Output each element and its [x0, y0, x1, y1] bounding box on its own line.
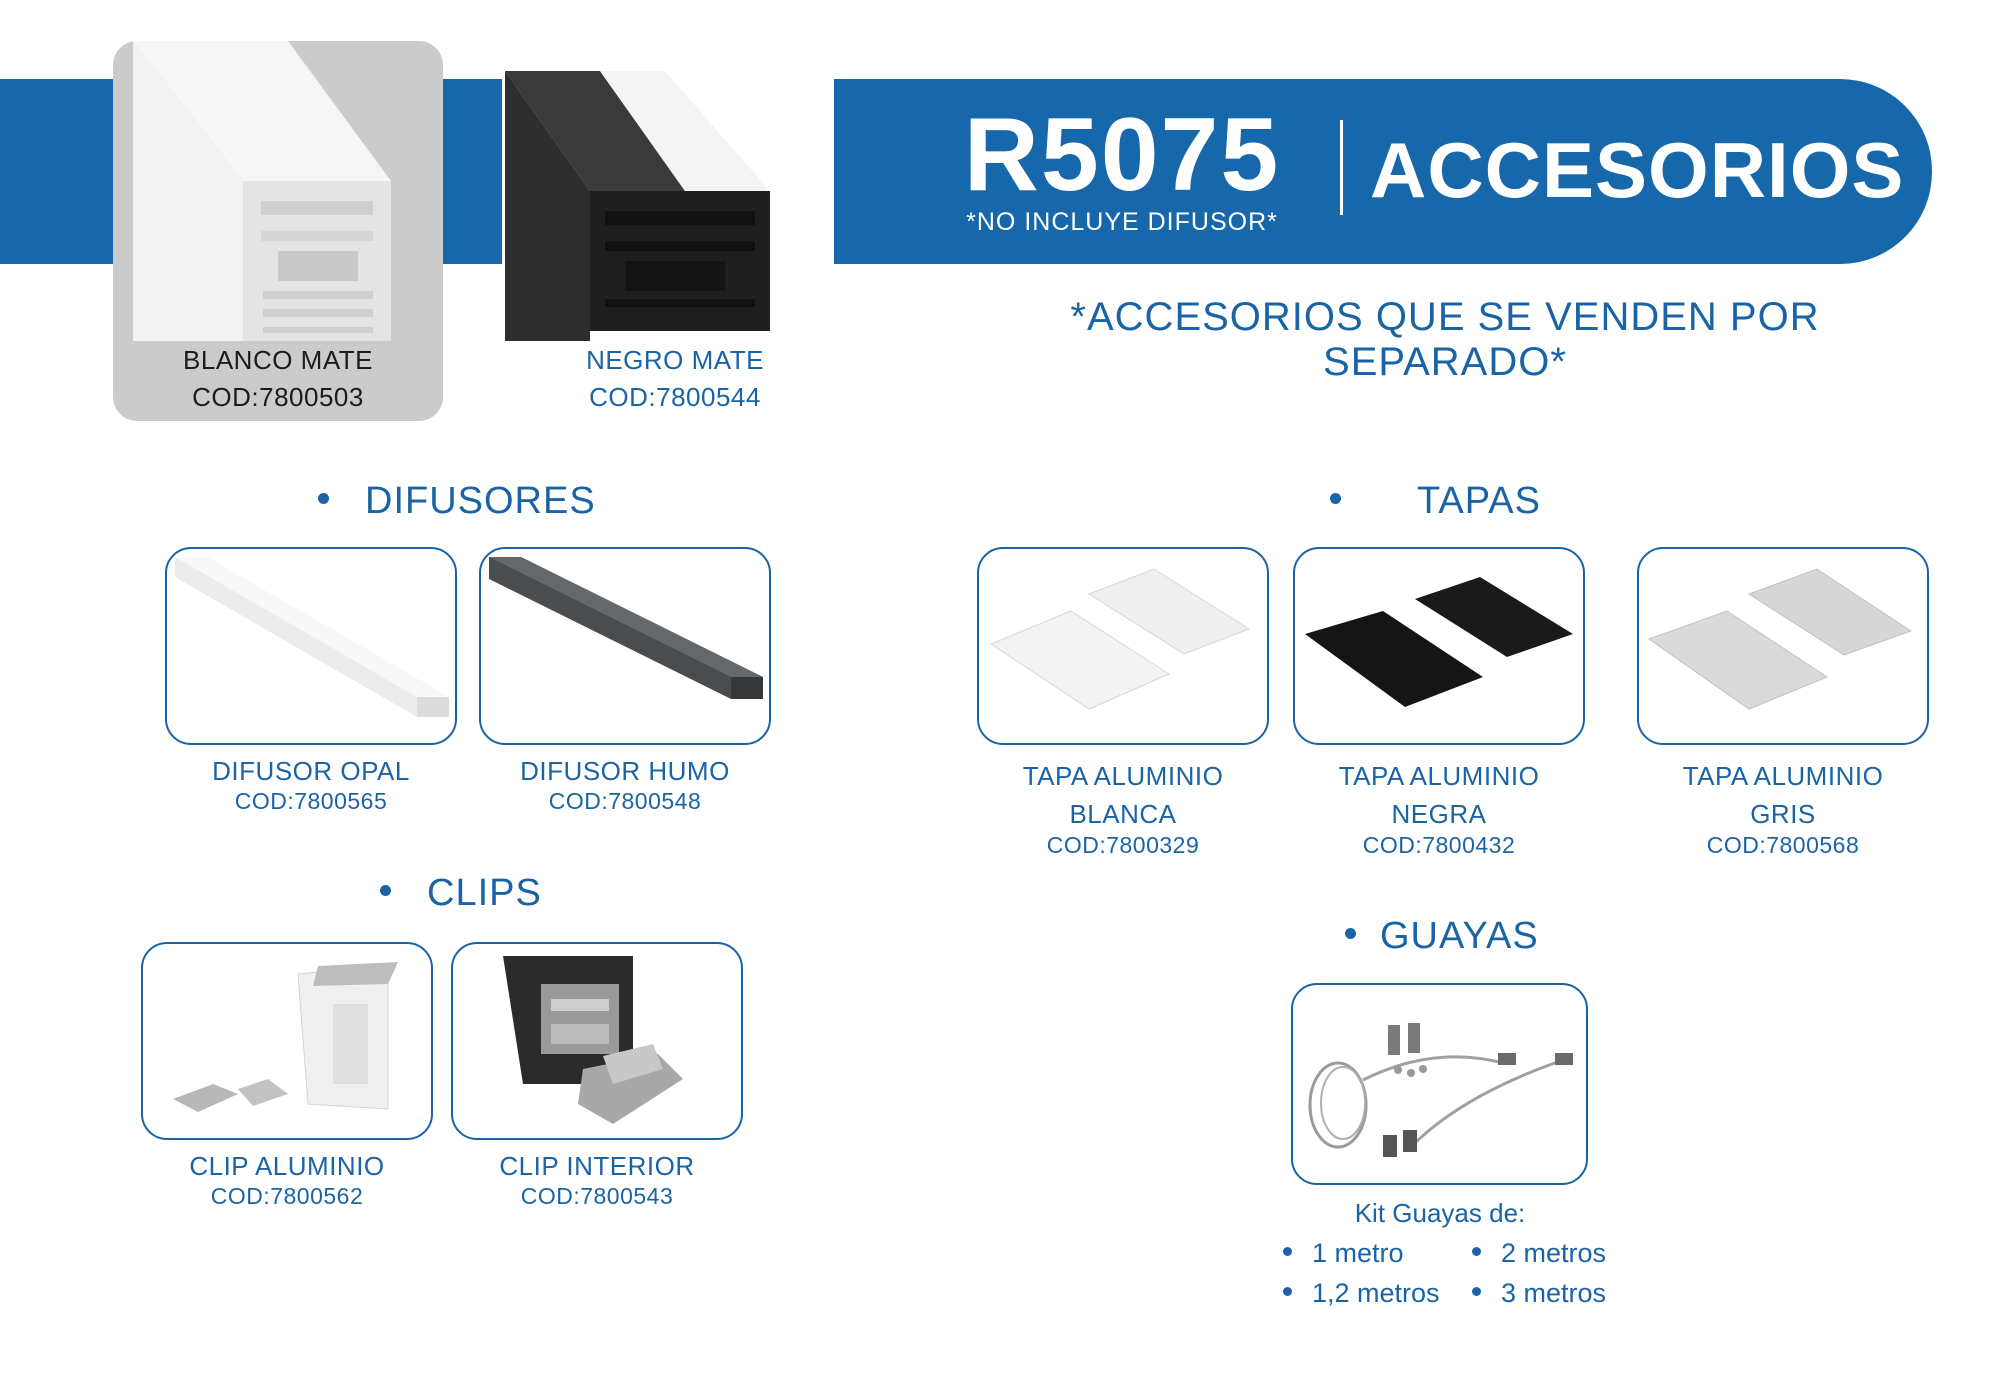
guayas-option-label: 1 metro: [1312, 1238, 1404, 1268]
difusor-humo-image: [489, 557, 763, 699]
section-guayas: GUAYAS: [1345, 915, 1539, 958]
guayas-option-label: 1,2 metros: [1312, 1278, 1440, 1308]
tapa-negra-code: COD:7800432: [1362, 832, 1516, 858]
guayas-option-label: 2 metros: [1501, 1238, 1607, 1268]
tapa-negra-name: TAPA ALUMINIO: [1338, 761, 1540, 791]
section-guayas-label: GUAYAS: [1380, 915, 1539, 957]
clip-aluminio-name: CLIP ALUMINIO: [189, 1151, 385, 1181]
tapa-gris-name: TAPA ALUMINIO: [1682, 761, 1884, 791]
tapa-negra-box: [1293, 547, 1585, 745]
clip-interior-image: [503, 956, 683, 1124]
bullet-icon: [1330, 493, 1341, 505]
clip-aluminio-box: [141, 942, 433, 1140]
tapa-negra-color: NEGRA: [1391, 799, 1487, 829]
model-title: R5075: [963, 97, 1281, 213]
model-note: *NO INCLUYE DIFUSOR*: [966, 208, 1278, 236]
difusor-opal-image: [175, 557, 449, 717]
difusor-humo-box: [479, 547, 771, 745]
clip-aluminio-image: [173, 962, 398, 1112]
section-difusores-label: DIFUSORES: [365, 480, 596, 522]
header-divider: [1340, 120, 1343, 215]
tapa-negra-image: [1305, 577, 1573, 707]
bullet-icon: [1472, 1247, 1481, 1257]
clip-interior-box: [451, 942, 743, 1140]
guayas-option-label: 3 metros: [1501, 1278, 1607, 1308]
tapa-gris-image: [1647, 568, 1913, 710]
header-banner: [834, 79, 1932, 264]
section-clips: CLIPS: [380, 872, 542, 915]
guayas-kit-title: Kit Guayas de:: [1354, 1198, 1526, 1228]
profile-code-black: COD:7800544: [589, 382, 761, 412]
tapa-gris-code: COD:7800568: [1706, 832, 1860, 858]
bullet-icon: [380, 885, 391, 897]
tapa-blanca-image: [989, 568, 1251, 710]
profile-code-white: COD:7800503: [192, 382, 364, 412]
page-title: ACCESORIOS: [1370, 126, 1905, 214]
guayas-option-3m: 3 metros: [1472, 1278, 1606, 1309]
bullet-icon: [1283, 1247, 1292, 1257]
bullet-icon: [1283, 1287, 1292, 1297]
difusor-opal-box: [165, 547, 457, 745]
bullet-icon: [318, 493, 329, 505]
tapa-blanca-box: [977, 547, 1269, 745]
difusor-opal-code: COD:7800565: [234, 788, 388, 814]
black-profile-image: [505, 71, 770, 341]
page-subtitle: *ACCESORIOS QUE SE VENDEN POR SEPARADO*: [1070, 295, 1820, 384]
difusor-humo-code: COD:7800548: [548, 788, 702, 814]
profile-name-white: BLANCO MATE: [183, 345, 373, 375]
section-difusores: DIFUSORES: [318, 480, 596, 523]
clip-interior-name: CLIP INTERIOR: [499, 1151, 695, 1181]
bullet-icon: [1345, 928, 1356, 940]
guayas-option-1m: 1 metro: [1283, 1238, 1404, 1269]
tapa-gris-color: GRIS: [1750, 799, 1816, 829]
clip-aluminio-code: COD:7800562: [210, 1183, 364, 1209]
clip-interior-code: COD:7800543: [520, 1183, 674, 1209]
guayas-option-2m: 2 metros: [1472, 1238, 1606, 1269]
section-tapas: TAPAS: [1330, 480, 1541, 523]
tapa-blanca-color: BLANCA: [1069, 799, 1177, 829]
bullet-icon: [1472, 1287, 1481, 1297]
white-profile-image: [133, 41, 391, 341]
section-clips-label: CLIPS: [427, 872, 542, 914]
tapa-blanca-code: COD:7800329: [1046, 832, 1200, 858]
difusor-opal-name: DIFUSOR OPAL: [212, 756, 410, 786]
guayas-kit-image: [1308, 1023, 1573, 1157]
guayas-option-1-2m: 1,2 metros: [1283, 1278, 1440, 1309]
profile-name-black: NEGRO MATE: [586, 345, 764, 375]
difusor-humo-name: DIFUSOR HUMO: [520, 756, 730, 786]
section-tapas-label: TAPAS: [1417, 480, 1541, 522]
tapa-blanca-name: TAPA ALUMINIO: [1022, 761, 1224, 791]
tapa-gris-box: [1637, 547, 1929, 745]
guayas-kit-box: [1291, 983, 1588, 1185]
